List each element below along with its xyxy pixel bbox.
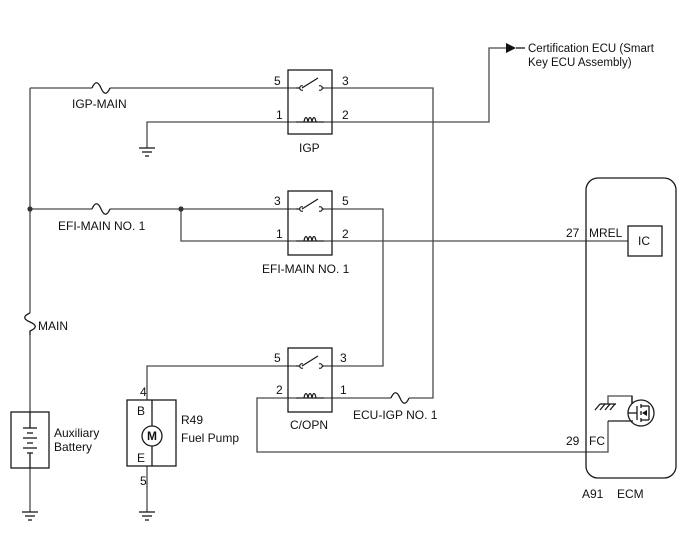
ecm-ic-label: IC [638, 234, 650, 248]
terminal-label: B [137, 404, 145, 418]
fuse-efi-main-label: EFI-MAIN NO. 1 [58, 219, 146, 233]
certification-ecu-label-line1: Certification ECU (Smart [528, 43, 655, 55]
pin-label: 5 [274, 351, 281, 365]
wire-efi-coil [180, 209, 296, 242]
pin-label: 4 [140, 385, 147, 399]
wires [29, 47, 633, 512]
relay-efi-main: 3 5 1 2 EFI-MAIN NO. 1 [262, 190, 350, 276]
pin-label: 5 [342, 194, 349, 208]
pin-label: 27 [566, 226, 580, 240]
motor-icon [141, 425, 163, 447]
pin-label: 5 [140, 474, 147, 488]
pin-label: 1 [340, 383, 347, 397]
fuel-pump-label: Fuel Pump [181, 431, 239, 445]
certification-ecu-link: Certification ECU (Smart Key ECU Assembl… [506, 43, 655, 69]
wire-igp-cert-ecu [324, 47, 506, 123]
arrow-icon [506, 43, 516, 53]
wire-igp-ground [146, 121, 296, 148]
ecm: IC 27 MREL 29 FC A91 ECM [566, 177, 677, 501]
wire-igp-ecuigp [324, 87, 434, 399]
ecm-mrel-label: MREL [589, 226, 623, 240]
fuel-pump: M B E 4 5 R49 Fuel Pump [126, 385, 239, 488]
relay-igp: 5 3 1 2 IGP [274, 69, 349, 155]
pin-label: 3 [340, 351, 347, 365]
terminal-label: E [137, 451, 145, 465]
fuse-main: MAIN [24, 312, 68, 335]
fuel-pump-ref: R49 [181, 413, 203, 427]
pin-label: 2 [342, 227, 349, 241]
ground-icon [22, 511, 38, 521]
junction-dot [178, 206, 184, 212]
ecm-label: ECM [617, 487, 644, 501]
pin-label: 2 [342, 108, 349, 122]
fuse-igp-main-label: IGP-MAIN [72, 97, 127, 111]
pin-label: 1 [276, 108, 283, 122]
ecm-box [585, 177, 677, 479]
relay-copn-label: C/OPN [290, 418, 328, 432]
fuse-ecu-igp-label: ECU-IGP NO. 1 [353, 408, 438, 422]
ground-icon [139, 147, 155, 157]
wire-ecm-ground [607, 395, 633, 404]
relay-igp-label: IGP [299, 141, 320, 155]
pin-label: 3 [342, 74, 349, 88]
junction-dot [27, 206, 33, 212]
relay-efi-main-label: EFI-MAIN NO. 1 [262, 262, 350, 276]
fuse-ecu-igp: ECU-IGP NO. 1 [353, 392, 438, 422]
relay-copn: 5 3 2 1 C/OPN [274, 347, 347, 432]
transistor-icon [608, 396, 655, 427]
fuse-main-label: MAIN [38, 319, 68, 333]
certification-ecu-label-line2: Key ECU Assembly) [528, 57, 632, 69]
pin-label: 29 [566, 434, 580, 448]
pin-label: 1 [276, 227, 283, 241]
ecm-fc-label: FC [589, 434, 605, 448]
auxiliary-battery: Auxiliary Battery [10, 411, 99, 469]
wire-efi-copn [324, 208, 384, 367]
pin-label: 5 [274, 74, 281, 88]
ground-icon [139, 511, 155, 521]
pin-label: 3 [274, 194, 281, 208]
ecm-ic-block [627, 225, 663, 257]
motor-label: M [147, 429, 157, 443]
ecm-ref: A91 [582, 487, 604, 501]
battery-label-line2: Battery [54, 440, 92, 454]
wire-copn-pump [146, 365, 296, 400]
pin-label: 2 [276, 383, 283, 397]
fuse-igp-main: IGP-MAIN [72, 82, 127, 111]
battery-label-line1: Auxiliary [54, 426, 99, 440]
ground-icon [594, 403, 616, 411]
wire-fc [256, 397, 609, 453]
fuse-efi-main: EFI-MAIN NO. 1 [58, 203, 146, 233]
